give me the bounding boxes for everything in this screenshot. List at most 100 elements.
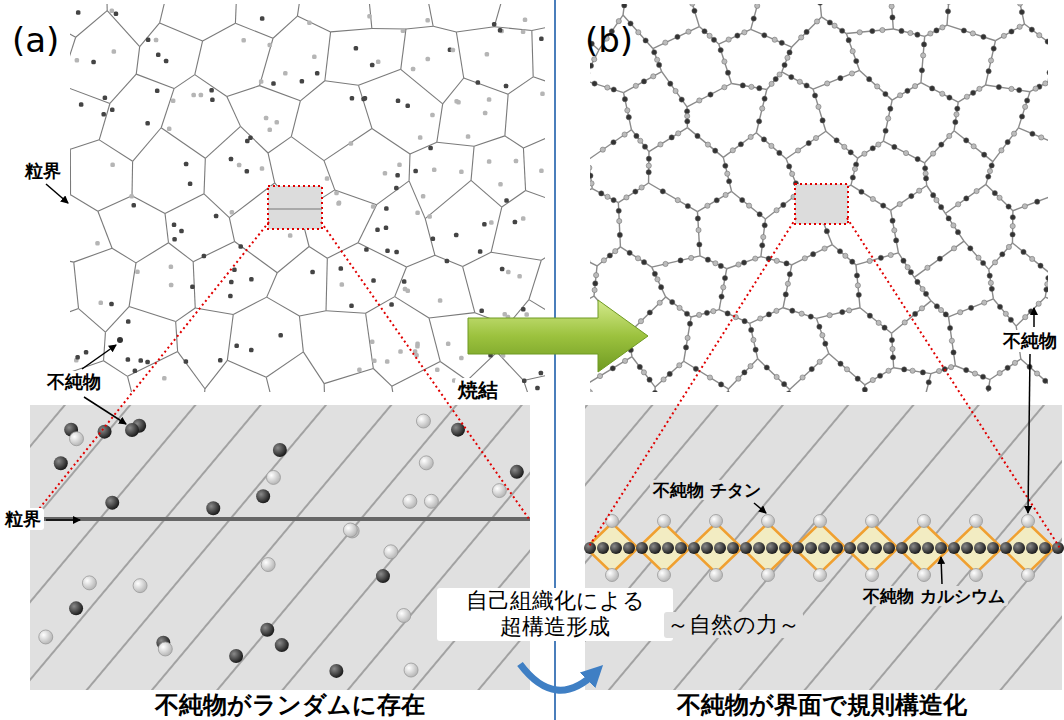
impurity-dot bbox=[1037, 33, 1042, 38]
part-label: 不純物 カルシウム bbox=[860, 586, 1008, 606]
impurity-dot bbox=[590, 63, 594, 68]
grain-boundary bbox=[165, 214, 168, 243]
impurity-dot bbox=[659, 285, 664, 290]
impurity-dot bbox=[1017, 24, 1022, 29]
leader-arrow bbox=[1028, 354, 1030, 513]
impurity-dot bbox=[971, 90, 976, 95]
impurity-dot bbox=[438, 298, 443, 303]
impurity-dot bbox=[633, 189, 638, 194]
impurity-dot bbox=[947, 95, 952, 100]
impurity-dot bbox=[593, 281, 598, 286]
grain-boundary bbox=[195, 308, 233, 315]
impurity-dot bbox=[651, 74, 656, 79]
impurity-dot bbox=[155, 89, 160, 94]
impurity-dot bbox=[663, 40, 668, 45]
calcium-atom bbox=[662, 542, 674, 554]
impurity-dot bbox=[394, 250, 399, 255]
impurity-dot bbox=[915, 157, 920, 162]
impurity-dot bbox=[909, 193, 914, 198]
impurity-dot bbox=[844, 367, 849, 372]
impurity-dot bbox=[245, 139, 250, 144]
impurity-dot bbox=[1011, 131, 1016, 136]
impurity-dot bbox=[782, 62, 787, 67]
impurity-dot bbox=[690, 4, 695, 6]
impurity-dot bbox=[800, 375, 805, 380]
grain-boundary bbox=[1045, 297, 1048, 317]
grain-boundary bbox=[851, 185, 891, 210]
impurity-dot bbox=[670, 299, 675, 304]
grain-boundary bbox=[649, 128, 687, 152]
impurity-dot bbox=[371, 278, 376, 283]
grain-boundary bbox=[649, 183, 698, 212]
impurity-dot bbox=[748, 134, 753, 139]
impurity-dot bbox=[862, 151, 867, 156]
note-label: ～自然の力～ bbox=[664, 612, 803, 638]
impurity-dot bbox=[504, 84, 509, 89]
grain-boundary bbox=[407, 255, 435, 267]
grain-boundary bbox=[160, 23, 203, 41]
grain-boundary bbox=[893, 29, 924, 36]
impurity-dot bbox=[1017, 4, 1022, 6]
impurity-dot bbox=[1046, 275, 1048, 280]
grain-boundary bbox=[112, 248, 136, 263]
grain-boundary bbox=[303, 352, 324, 384]
grain-boundary bbox=[860, 70, 893, 100]
impurity-atom bbox=[403, 494, 417, 508]
impurity-dot bbox=[310, 270, 315, 275]
titanium-atom bbox=[866, 569, 879, 582]
grain-boundary bbox=[70, 85, 110, 104]
impurity-dot bbox=[1006, 244, 1011, 249]
caption-label: 不純物が界面で規則構造化 bbox=[677, 691, 967, 720]
impurity-dot bbox=[820, 118, 825, 123]
impurity-dot bbox=[349, 303, 354, 308]
impurity-dot bbox=[727, 179, 732, 184]
impurity-dot bbox=[718, 48, 723, 53]
impurity-dot bbox=[761, 137, 766, 142]
grain-boundary bbox=[456, 27, 494, 32]
impurity-dot bbox=[764, 365, 769, 370]
impurity-dot bbox=[617, 218, 622, 223]
impurity-dot bbox=[695, 133, 700, 138]
impurity-atom bbox=[98, 425, 112, 439]
grain-boundary bbox=[590, 296, 594, 317]
grain-boundary bbox=[914, 277, 931, 300]
impurity-dot bbox=[721, 285, 726, 290]
calcium-atom bbox=[844, 542, 856, 554]
calcium-atom bbox=[740, 542, 752, 554]
impurity-dot bbox=[736, 376, 741, 381]
grain-boundary bbox=[273, 16, 297, 38]
impurity-dot bbox=[751, 16, 756, 21]
grain-boundary bbox=[401, 69, 443, 104]
impurity-dot bbox=[955, 106, 960, 111]
impurity-dot bbox=[446, 341, 451, 346]
grain-boundary bbox=[945, 184, 986, 213]
grain-boundary bbox=[618, 183, 648, 203]
impurity-dot bbox=[762, 96, 767, 101]
impurity-dot bbox=[817, 324, 822, 329]
impurity-dot bbox=[1019, 10, 1024, 15]
impurity-dot bbox=[415, 210, 420, 215]
impurity-dot bbox=[981, 260, 986, 265]
impurity-dot bbox=[678, 258, 683, 263]
impurity-dot bbox=[647, 377, 652, 382]
impurity-dot bbox=[773, 76, 778, 81]
grain-boundary bbox=[846, 29, 893, 34]
impurity-dot bbox=[749, 84, 754, 89]
impurity-dot bbox=[705, 257, 710, 262]
grain-boundary bbox=[204, 194, 229, 218]
impurity-dot bbox=[908, 30, 913, 35]
calcium-atom bbox=[961, 542, 973, 554]
impurity-dot bbox=[389, 302, 394, 307]
impurity-dot bbox=[919, 68, 924, 73]
grain-boundary bbox=[309, 246, 327, 258]
impurity-dot bbox=[1006, 204, 1011, 209]
impurity-dot bbox=[961, 28, 966, 33]
impurity-dot bbox=[774, 308, 779, 313]
impurity-dot bbox=[479, 308, 484, 313]
impurity-dot bbox=[657, 62, 662, 67]
impurity-dot bbox=[426, 57, 431, 62]
impurity-dot bbox=[881, 203, 886, 208]
impurity-dot bbox=[214, 214, 219, 219]
impurity-dot bbox=[937, 256, 942, 261]
impurity-dot bbox=[695, 216, 700, 221]
